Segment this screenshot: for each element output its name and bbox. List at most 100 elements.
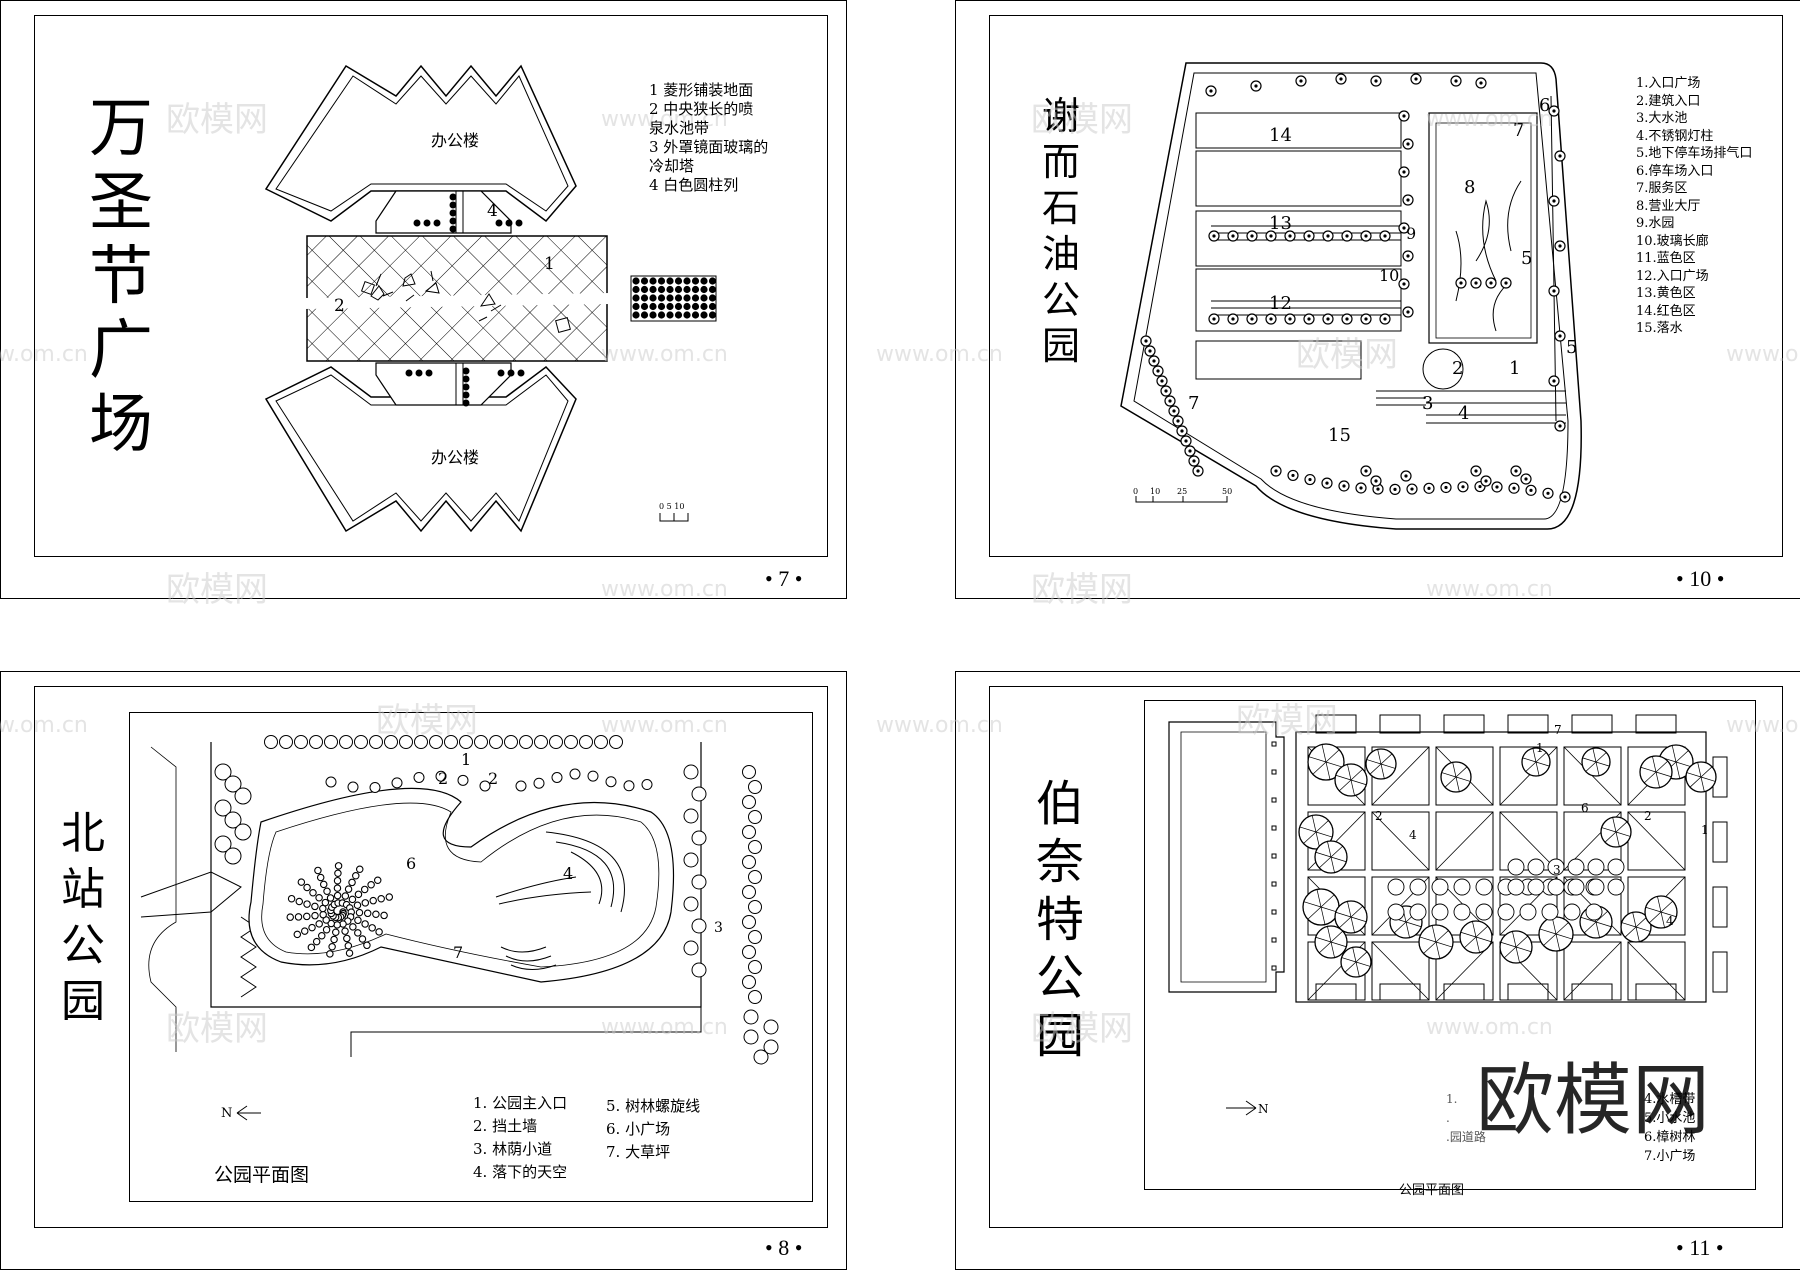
tree-icon xyxy=(361,920,369,928)
label-4: 4 xyxy=(1458,403,1469,424)
tree-icon xyxy=(1474,469,1478,473)
tree-icon xyxy=(1515,935,1528,948)
tree-icon xyxy=(224,775,242,793)
legend: 4.水槽带 5.小水池 6.樟树林 7.小广场 xyxy=(1644,1090,1695,1166)
tree-icon xyxy=(1406,254,1410,258)
tree-icon xyxy=(1644,771,1657,784)
label-4: 4 xyxy=(487,201,498,221)
tree-icon xyxy=(1607,878,1625,896)
tree-icon xyxy=(1595,761,1610,767)
tree-icon xyxy=(1250,317,1254,321)
label-6: 6 xyxy=(1539,95,1550,116)
tree-icon xyxy=(1660,900,1673,913)
tree-icon xyxy=(1507,878,1525,896)
tree-icon xyxy=(1547,878,1565,896)
tree-icon xyxy=(1352,947,1357,963)
tree-icon xyxy=(1172,409,1176,413)
tree-icon xyxy=(1152,359,1156,363)
tree-icon xyxy=(1495,485,1499,489)
tree-icon xyxy=(1635,926,1651,932)
legend: 1.入口广场 2.建筑入口 3.大水池 4.不锈钢灯柱 5.地下停车场排气口 6… xyxy=(1636,75,1752,338)
water-trough xyxy=(1443,714,1485,734)
slide-inner-frame xyxy=(989,15,1783,557)
tree-icon xyxy=(1339,916,1352,929)
tree-icon xyxy=(293,930,302,939)
tree-icon xyxy=(683,808,699,824)
tree-icon xyxy=(1402,170,1406,174)
tree-icon xyxy=(319,880,328,889)
tree-icon xyxy=(1180,429,1184,433)
tree-icon xyxy=(1452,762,1457,778)
tree-icon xyxy=(1522,757,1537,763)
tree-icon xyxy=(332,928,340,936)
tree-icon xyxy=(1321,744,1327,763)
tree-icon xyxy=(1350,905,1363,918)
column-dot xyxy=(657,294,666,302)
watermark: www.om.cn xyxy=(1426,577,1553,602)
column-dot xyxy=(708,302,717,311)
tree-icon xyxy=(287,894,296,903)
tree-icon xyxy=(1359,486,1363,490)
svg-text:N: N xyxy=(1258,1102,1269,1116)
watermark: www.om.cn xyxy=(876,342,1003,367)
column-marker xyxy=(1271,937,1277,943)
legend-item: 3. 林荫小道 xyxy=(473,1140,553,1158)
north-arrow: N xyxy=(1226,1100,1269,1116)
tree-icon xyxy=(1558,334,1562,338)
tree-icon xyxy=(354,890,363,899)
tree-icon xyxy=(748,930,762,944)
plan-caption: 公园平面图 xyxy=(214,1164,310,1186)
slide-title: 伯 奈 特 公 园 xyxy=(1036,776,1085,1064)
tree-icon xyxy=(1254,84,1258,88)
cooling-tower-markers xyxy=(360,270,571,333)
tree-icon xyxy=(375,928,383,936)
water-trough xyxy=(1379,983,1421,1001)
tree-icon xyxy=(1474,281,1478,285)
tree-icon xyxy=(1308,756,1327,763)
label-15: 15 xyxy=(1328,425,1351,446)
tree-icon xyxy=(748,870,762,884)
slide-title: 谢 而 石 油 公 园 xyxy=(1042,94,1081,368)
water-trough xyxy=(1712,886,1728,928)
tree-icon xyxy=(307,943,316,952)
tree-icon xyxy=(1184,439,1188,443)
column-dot xyxy=(666,302,674,311)
tree-icon xyxy=(1387,878,1405,896)
column-dot xyxy=(649,285,657,294)
tree-icon xyxy=(1444,776,1457,788)
tree-icon xyxy=(743,1029,759,1045)
tree-icon xyxy=(1555,933,1573,940)
tree-icon xyxy=(344,885,353,893)
tree-icon xyxy=(641,779,653,791)
label-2: 2 xyxy=(488,769,498,788)
water-trough xyxy=(1571,983,1613,1001)
tree-icon xyxy=(1697,762,1702,778)
tree-icon xyxy=(1427,486,1431,490)
tree-icon xyxy=(333,891,342,900)
paving-diagonal xyxy=(1499,811,1558,871)
tree-icon xyxy=(1347,901,1352,918)
column-dot xyxy=(666,285,674,294)
tree-icon xyxy=(367,880,375,889)
tree-icon xyxy=(1402,114,1406,118)
tree-icon xyxy=(459,735,473,749)
paving-cell xyxy=(1371,811,1430,871)
label-office-top: 办公楼 xyxy=(431,131,479,150)
tree-icon xyxy=(1404,474,1408,478)
legend-item: 2.建筑入口 xyxy=(1636,93,1701,109)
tree-icon xyxy=(1635,916,1648,928)
oil-park-site-plan: 14 13 12 15 7 7 6 8 9 10 5 5 2 1 3 4 0 1… xyxy=(876,62,1800,610)
tree-icon xyxy=(1307,234,1311,238)
label-4: 4 xyxy=(563,864,573,883)
tree-icon xyxy=(742,855,756,869)
tree-icon xyxy=(1585,761,1597,772)
paving-cell xyxy=(1499,876,1558,936)
tree-icon xyxy=(319,910,327,919)
tree-icon xyxy=(1514,469,1518,473)
legend-item: 1. 公园主入口 xyxy=(473,1094,568,1112)
tree-icon xyxy=(1527,858,1545,876)
tree-icon xyxy=(1406,142,1410,146)
business-hall xyxy=(1428,112,1538,344)
tree-icon xyxy=(368,924,376,932)
column-dot xyxy=(666,311,674,319)
